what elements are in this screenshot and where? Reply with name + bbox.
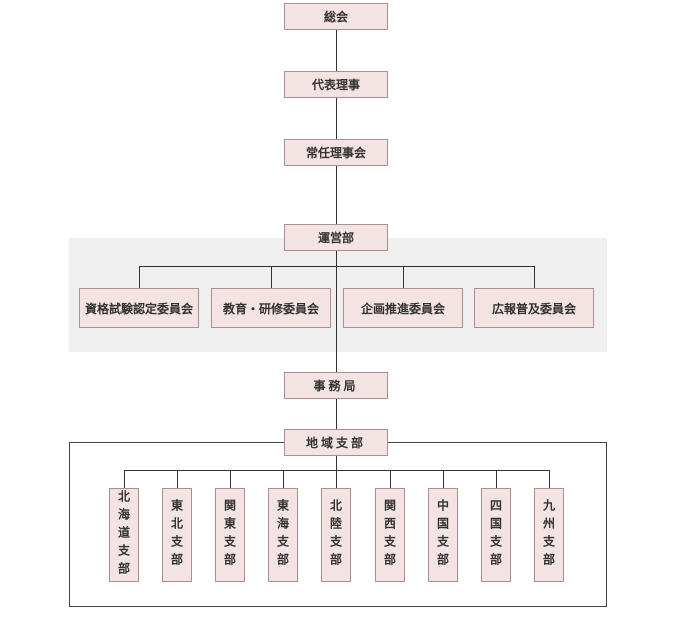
branch-box-chugoku: 中国支部 <box>428 488 458 582</box>
connector-branch-hbar <box>124 470 550 471</box>
connector-committee-3 <box>403 266 404 288</box>
connector-committee-4 <box>534 266 535 288</box>
branch-box-tokai: 東海支部 <box>268 488 298 582</box>
general-assembly-box: 総会 <box>284 3 388 30</box>
branch-box-shikoku: 四国支部 <box>481 488 511 582</box>
committee-box-qualification: 資格試験認定委員会 <box>79 288 199 328</box>
connector-committee-2 <box>271 266 272 288</box>
connector-branch-4 <box>283 470 284 488</box>
connector-branch-2 <box>177 470 178 488</box>
connector-branch-7 <box>443 470 444 488</box>
connector-branch-3 <box>230 470 231 488</box>
connector-branch-6 <box>390 470 391 488</box>
connector-branch-1 <box>124 470 125 488</box>
connector-branch-9 <box>549 470 550 488</box>
connector-committee-hbar <box>139 266 535 267</box>
regional-branches-box: 地域支部 <box>284 429 388 456</box>
committee-box-publicity: 広報普及委員会 <box>474 288 594 328</box>
branch-box-hokkaido: 北海道支部 <box>109 488 139 582</box>
connector-committee-1 <box>139 266 140 288</box>
branch-box-kansai: 関西支部 <box>375 488 405 582</box>
branch-box-kyushu: 九州支部 <box>534 488 564 582</box>
operations-dept-box: 運営部 <box>284 224 388 251</box>
connector-branch-5 <box>336 470 337 488</box>
branch-box-tohoku: 東北支部 <box>162 488 192 582</box>
branch-box-kanto: 関東支部 <box>215 488 245 582</box>
representative-director-box: 代表理事 <box>284 71 388 98</box>
secretariat-box: 事務局 <box>284 372 388 399</box>
committee-box-education: 教育・研修委員会 <box>211 288 331 328</box>
committee-box-planning: 企画推進委員会 <box>343 288 463 328</box>
connector-branch-8 <box>496 470 497 488</box>
executive-board-box: 常任理事会 <box>284 139 388 166</box>
branch-box-hokuriku: 北陸支部 <box>321 488 351 582</box>
